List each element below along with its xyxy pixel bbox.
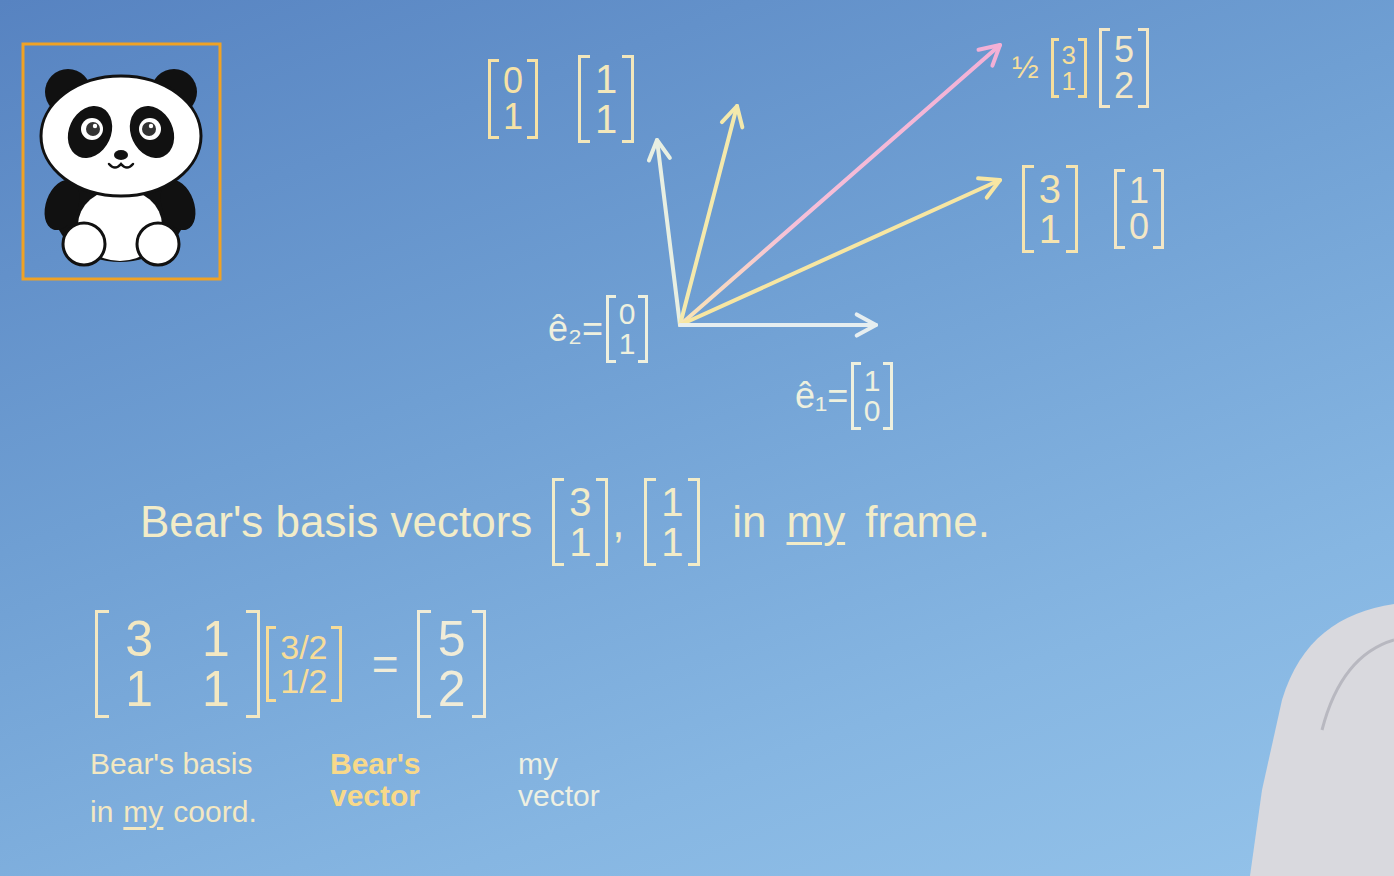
column-vector: 1 0 (851, 362, 893, 430)
column-vector: 5 2 (1099, 28, 1149, 108)
label-group: Bear's basis (90, 748, 252, 780)
equals-sign: = (372, 640, 399, 688)
column-vector: 0 1 (606, 295, 648, 363)
sentence-text: Bear's basis vectors (140, 499, 532, 545)
column-vector: 5 2 (417, 610, 487, 718)
sentence-text: my (787, 499, 846, 545)
column-vector: 0 1 (488, 59, 538, 139)
label-group: 3 1 1 0 (1022, 165, 1164, 253)
caption-text: Bear's vector (330, 748, 450, 811)
unit-vector-e2 (649, 140, 680, 325)
label-group: Bear's vector (330, 748, 450, 811)
label-group: ê₁=1 0 (795, 362, 893, 430)
caption-text: my (123, 796, 163, 828)
presenter-shirt (1250, 604, 1394, 876)
column-vector: 3 1 (552, 478, 608, 566)
caption-text: coord. (173, 796, 256, 828)
label-group: ê₂=0 1 (548, 295, 648, 363)
basis-label: ê₂= (548, 310, 603, 348)
basis-label: ê₁= (795, 377, 848, 415)
column-vector: 3/2 1/2 (266, 626, 342, 702)
caption-text: my vector (518, 748, 628, 811)
column-vector: 1 1 (578, 55, 634, 143)
label-group: my vector (518, 748, 628, 811)
bear-basis-vector-2 (680, 106, 742, 325)
label-group: inmy coord. (90, 796, 257, 828)
bear-basis-vector-1 (680, 178, 1000, 325)
label-group: Bear's basis vectors 3 1, 1 1 inmy frame. (140, 478, 990, 566)
sentence-text: in (732, 499, 766, 545)
label-group: 0 1 1 1 (488, 55, 634, 143)
column-vector: 1 1 (644, 478, 700, 566)
label-group: ½ 3 1 5 2 (1012, 28, 1149, 108)
sentence-text: frame. (865, 499, 990, 545)
column-vector: 3 1 (1022, 165, 1078, 253)
unit-vector-e1 (680, 314, 876, 335)
basis-matrix: 3 1 1 1 (95, 610, 260, 718)
column-vector: 3 1 (1051, 38, 1087, 98)
vector-arrow (680, 45, 1000, 325)
panda-picture (23, 44, 220, 279)
scalar-factor: ½ (1012, 51, 1039, 85)
column-vector: 1 0 (1114, 169, 1164, 249)
caption-text: in (90, 796, 113, 828)
label-group: 3 1 1 13/2 1/2 = 5 2 (95, 610, 486, 718)
sentence-text: , (612, 499, 624, 545)
caption-text: Bear's basis (90, 748, 252, 780)
